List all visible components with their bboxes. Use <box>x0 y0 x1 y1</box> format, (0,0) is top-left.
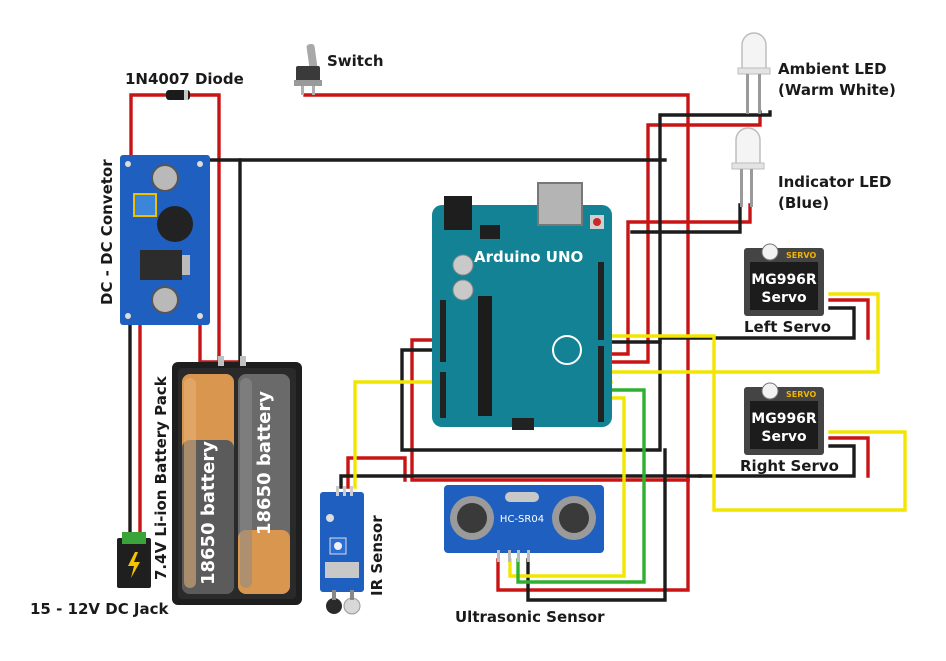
wire-diode-to-switch <box>188 93 221 364</box>
dc-jack[interactable]: 15 - 12V DC Jack <box>30 532 170 618</box>
battery-pack-label: 7.4V Li-ion Battery Pack <box>152 375 170 580</box>
ultrasonic-sensor-label: Ultrasonic Sensor <box>455 608 605 626</box>
wire-ground-bus <box>400 340 662 452</box>
ambient-led-label-1: Ambient LED <box>778 60 887 78</box>
wire-ir-gnd <box>339 474 702 489</box>
left-servo-caption: Left Servo <box>744 318 831 336</box>
left-servo-brand: SERVO <box>786 251 816 260</box>
right-servo: SERVO MG996R Servo Right Servo <box>740 382 839 475</box>
indicator-led-label-2: (Blue) <box>778 194 829 212</box>
wire-us-vcc <box>496 478 690 592</box>
diode: 1N4007 Diode <box>125 70 244 100</box>
wire-arduino-vin <box>410 338 690 482</box>
wire-ambient-led-pos <box>609 110 762 364</box>
wire-ambient-gnd <box>609 110 772 344</box>
dc-dc-converter: DC - DC Convetor <box>98 155 210 325</box>
right-servo-brand: SERVO <box>786 390 816 399</box>
wire-servo-right-pos <box>828 436 870 478</box>
diode-label: 1N4007 Diode <box>125 70 244 88</box>
indicator-led-label-1: Indicator LED <box>778 173 892 191</box>
ultrasonic-module-label: HC-SR04 <box>500 514 544 525</box>
battery-cell-2-label: 18650 battery <box>254 391 275 535</box>
wire-diode-to-converter <box>129 93 170 162</box>
battery-cell-1-label: 18650 battery <box>198 441 219 585</box>
left-servo-type: Servo <box>761 290 807 306</box>
toggle-switch[interactable]: Switch <box>294 43 384 95</box>
ambient-led: Ambient LED (Warm White) <box>737 32 896 114</box>
indicator-led: Indicator LED (Blue) <box>731 127 892 212</box>
wire-servo-left-signal <box>609 292 880 374</box>
dc-jack-label: 15 - 12V DC Jack <box>30 600 170 618</box>
wire-us-gnd <box>526 448 667 602</box>
left-servo: SERVO MG996R Servo Left Servo <box>744 243 831 336</box>
wire-ir-vcc <box>346 456 407 489</box>
wire-servo-left-pos <box>828 298 870 340</box>
wire-servo-right-gnd <box>698 444 856 478</box>
arduino-label: Arduino UNO <box>474 248 583 266</box>
arduino-uno: Arduino UNO <box>432 182 612 430</box>
wire-indicator-gnd <box>630 203 742 234</box>
switch-label: Switch <box>327 52 384 70</box>
wire-servo-right-signal <box>594 334 907 512</box>
ir-sensor-label: IR Sensor <box>368 515 386 596</box>
wire-us-echo <box>516 388 646 584</box>
ir-sensor: IR Sensor <box>320 486 386 615</box>
left-servo-model: MG996R <box>751 272 817 288</box>
ultrasonic-sensor: HC-SR04 Ultrasonic Sensor <box>444 485 605 626</box>
wires <box>128 93 907 602</box>
ambient-led-label-2: (Warm White) <box>778 81 896 99</box>
wire-us-trig <box>508 396 626 578</box>
battery-pack: 18650 battery 18650 battery 7.4V Li-ion … <box>152 356 302 605</box>
converter-label: DC - DC Convetor <box>98 159 116 305</box>
right-servo-model: MG996R <box>751 411 817 427</box>
right-servo-caption: Right Servo <box>740 457 839 475</box>
wire-switch-main <box>303 93 690 482</box>
wire-servo-left-gnd <box>658 306 856 340</box>
right-servo-type: Servo <box>761 429 807 445</box>
wire-indicator-led-pos <box>609 203 752 356</box>
